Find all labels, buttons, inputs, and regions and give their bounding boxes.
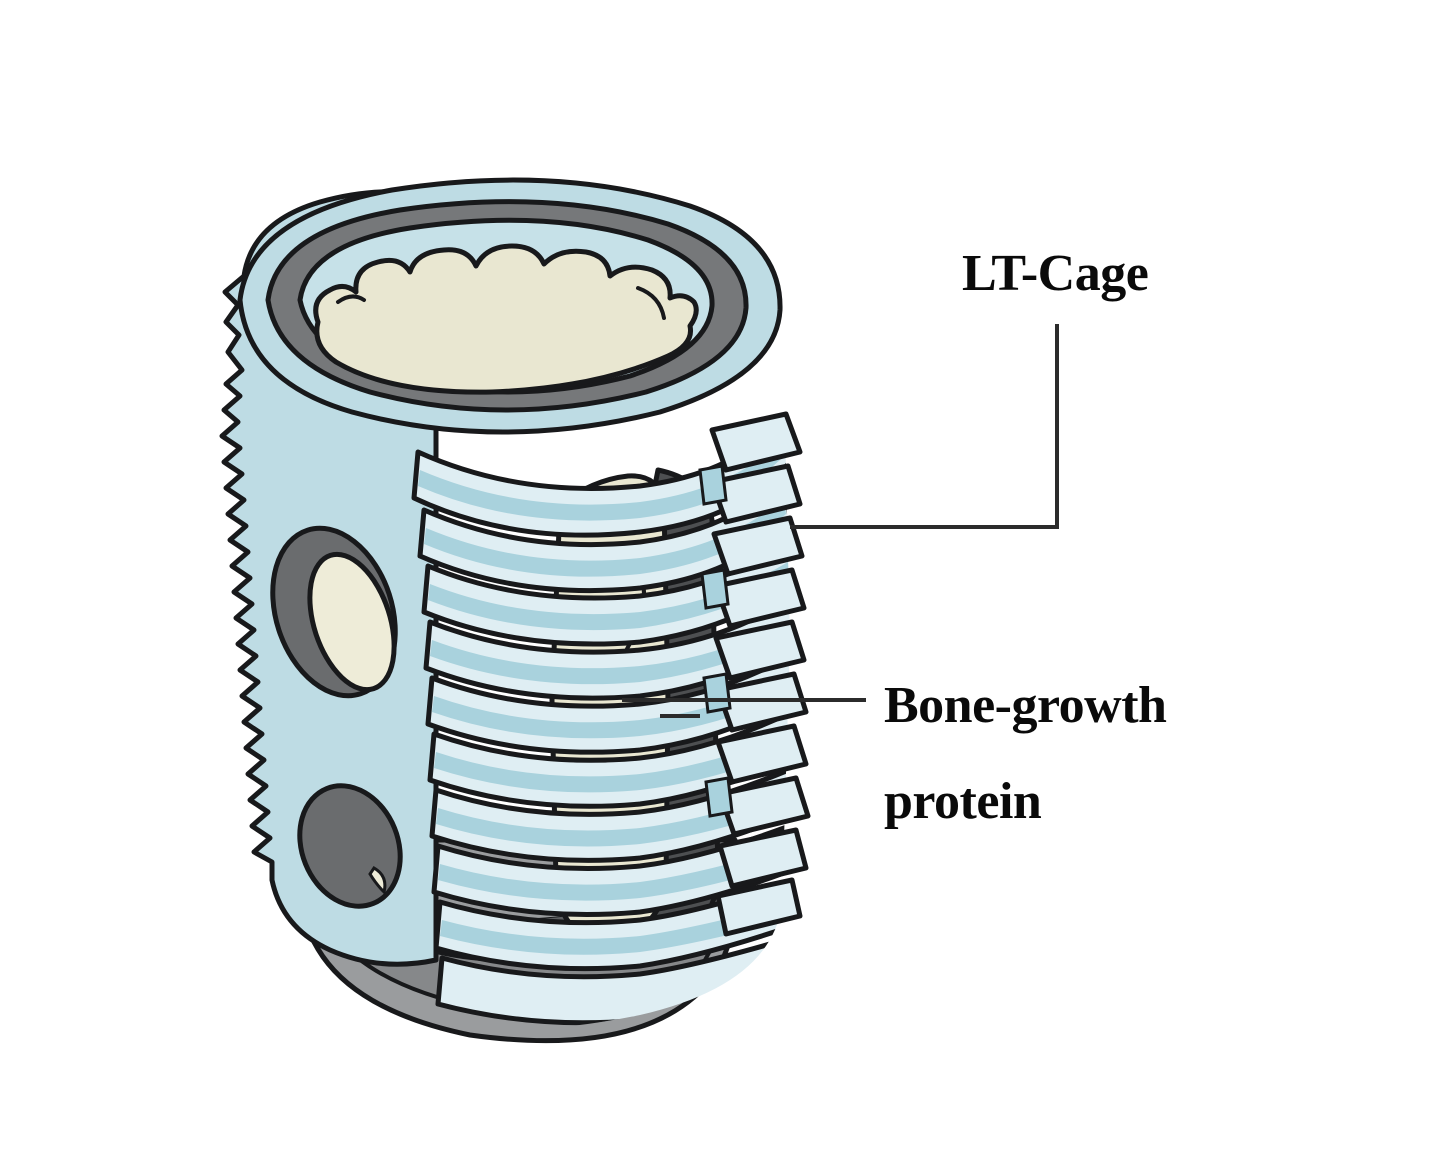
bone-graft-top: [313, 243, 699, 395]
fenestration-lower[interactable]: [282, 771, 417, 922]
cage-leader-line: [790, 324, 1059, 529]
screw-threads: [411, 415, 790, 1026]
fenestration-upper[interactable]: [252, 512, 415, 711]
label-bone-growth-line2: protein: [884, 773, 1042, 830]
label-lt-cage: LT-Cage: [962, 245, 1148, 302]
label-bone-growth-line1: Bone-growth: [884, 677, 1167, 734]
